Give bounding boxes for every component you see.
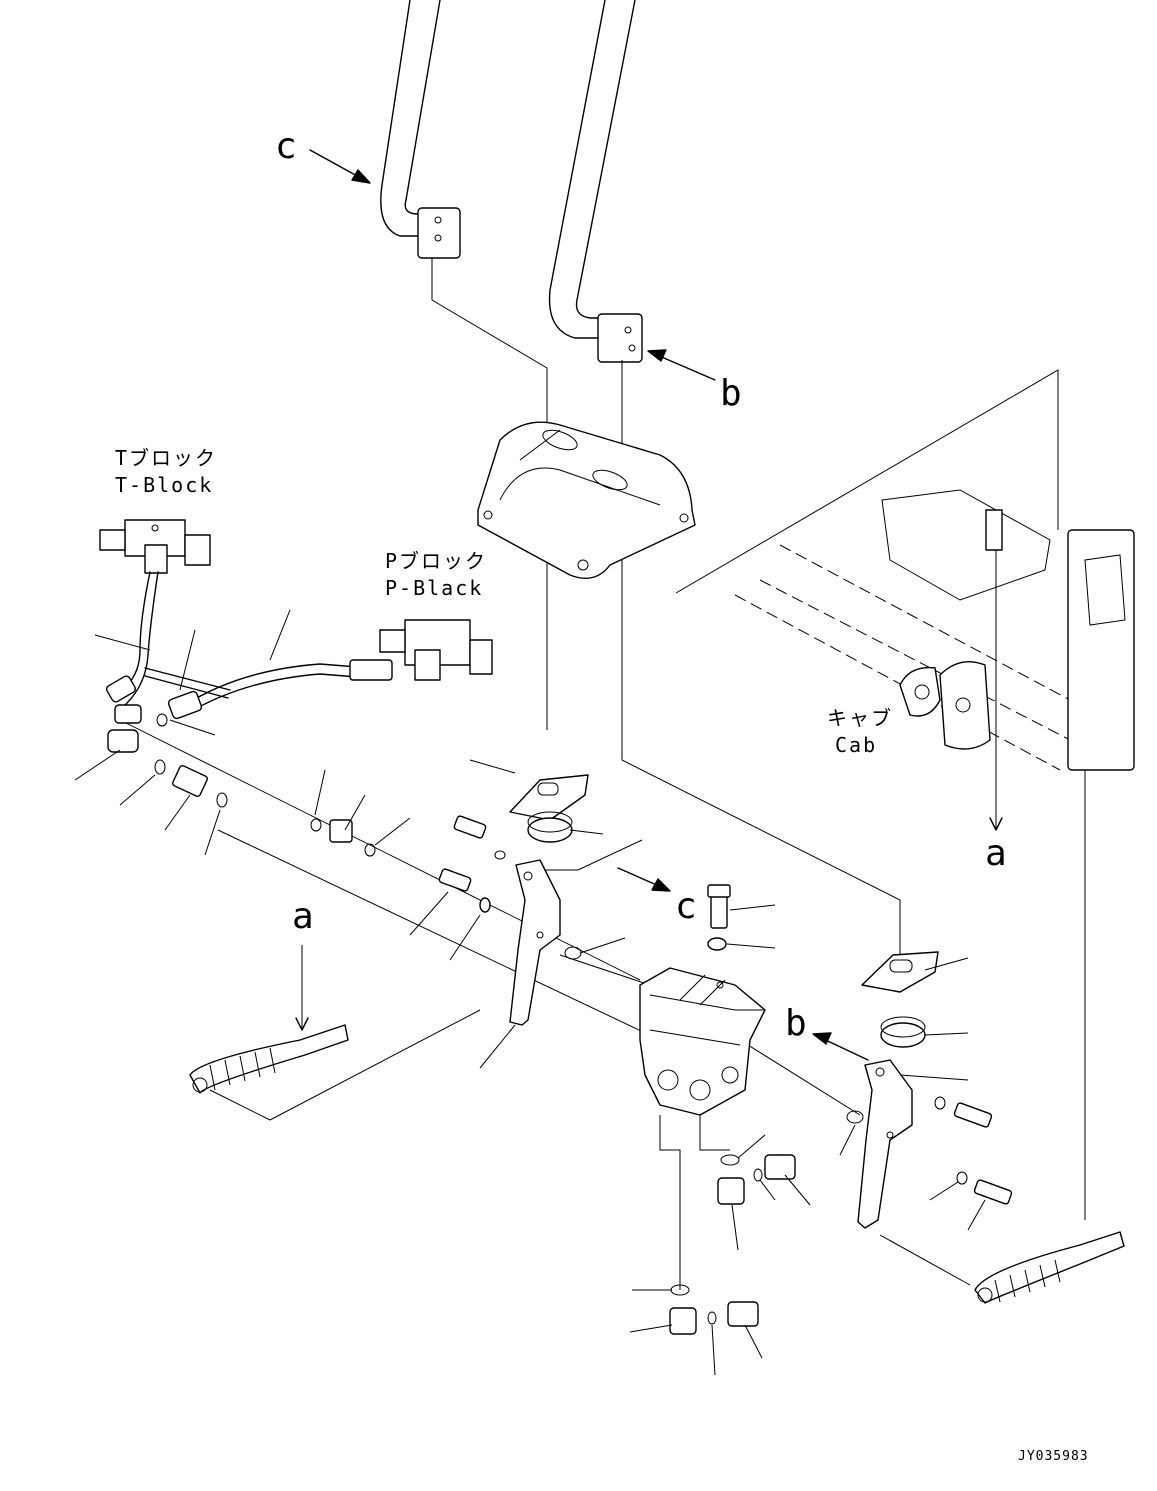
cab-label-en: Cab	[835, 733, 877, 757]
spring-left	[189, 945, 349, 1094]
brake-valve	[639, 967, 766, 1116]
cover-housing	[477, 421, 696, 579]
t-block-label-jp: Tブロック	[115, 446, 217, 470]
cab-label-jp: キャブ	[827, 706, 893, 730]
p-block-label-en: P-Black	[385, 576, 483, 600]
arrow-b-mid	[812, 1032, 869, 1061]
arrow-b-top	[647, 349, 716, 381]
ref-label-b-mid: b	[785, 1003, 807, 1044]
arrow-c-top	[309, 149, 371, 184]
spring-right	[974, 1231, 1125, 1304]
bolts	[438, 815, 1013, 1205]
arrow-c-mid	[617, 867, 671, 892]
p-block-label-jp: Pブロック	[385, 549, 487, 573]
lever-right	[846, 1059, 913, 1229]
ref-label-c-top: c	[275, 126, 297, 167]
cab-frame	[734, 489, 1135, 831]
wedge-left	[509, 774, 589, 821]
fittings-left	[107, 713, 376, 857]
ref-label-b-top: b	[720, 373, 742, 414]
fittings-lower	[669, 1154, 796, 1335]
hoses	[106, 571, 393, 724]
rings	[527, 811, 926, 1048]
callout-lines	[74, 609, 986, 1376]
ref-label-a-right: a	[985, 833, 1007, 874]
rod-left	[380, 0, 461, 300]
leader-lines	[119, 299, 1086, 1290]
t-block	[99, 519, 211, 574]
drawing-code: JY035983	[1018, 1449, 1089, 1464]
rod-right	[548, 0, 643, 363]
p-block	[379, 619, 493, 681]
wedge-right	[861, 951, 939, 993]
lever-left	[509, 859, 582, 1026]
t-block-label-en: T-Block	[115, 473, 213, 497]
ref-label-c-mid: c	[675, 886, 697, 927]
ref-label-a-left: a	[292, 896, 314, 937]
